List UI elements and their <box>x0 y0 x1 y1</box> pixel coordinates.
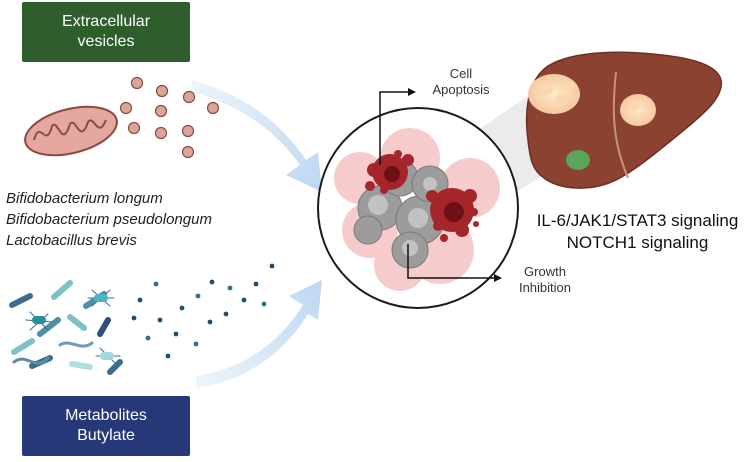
vesicle-dots <box>119 76 220 159</box>
metabolites-line2: Butylate <box>77 427 135 444</box>
growth-arrow <box>407 244 502 282</box>
top-curved-arrow <box>192 80 322 192</box>
apoptosis-line2: Apoptosis <box>432 82 490 97</box>
apoptosis-arrow <box>379 88 416 165</box>
metabolites-line1: Metabolites <box>65 407 147 424</box>
extracellular-line1: Extracellular <box>61 13 151 30</box>
growth-line1: Growth <box>524 264 566 279</box>
bottom-curved-arrow <box>196 280 322 388</box>
signaling-line2: NOTCH1 signaling <box>566 233 709 252</box>
bacteria-cluster-icon <box>9 280 123 375</box>
metabolite-dots <box>131 263 275 359</box>
extracellular-line2: vesicles <box>77 33 135 50</box>
apoptosis-label: Cell Apoptosis <box>416 66 506 98</box>
mitochondrion-icon <box>24 105 118 157</box>
extracellular-vesicles-box: Extracellular vesicles <box>22 2 190 62</box>
species-list: Bifidobacterium longum Bifidobacterium p… <box>6 188 212 251</box>
metabolites-box: Metabolites Butylate <box>22 396 190 456</box>
species-item: Bifidobacterium pseudolongum <box>6 211 212 228</box>
liver-icon <box>525 51 722 189</box>
apoptosis-line1: Cell <box>449 66 473 81</box>
species-item: Lactobacillus brevis <box>6 232 137 249</box>
signaling-line1: IL-6/JAK1/STAT3 signaling <box>536 211 739 230</box>
species-item: Bifidobacterium longum <box>6 190 163 207</box>
growth-line2: Inhibition <box>518 280 572 295</box>
signaling-pathways: IL-6/JAK1/STAT3 signaling NOTCH1 signali… <box>520 210 755 254</box>
growth-inhibition-label: Growth Inhibition <box>500 264 590 296</box>
tumor-cells <box>334 128 500 291</box>
